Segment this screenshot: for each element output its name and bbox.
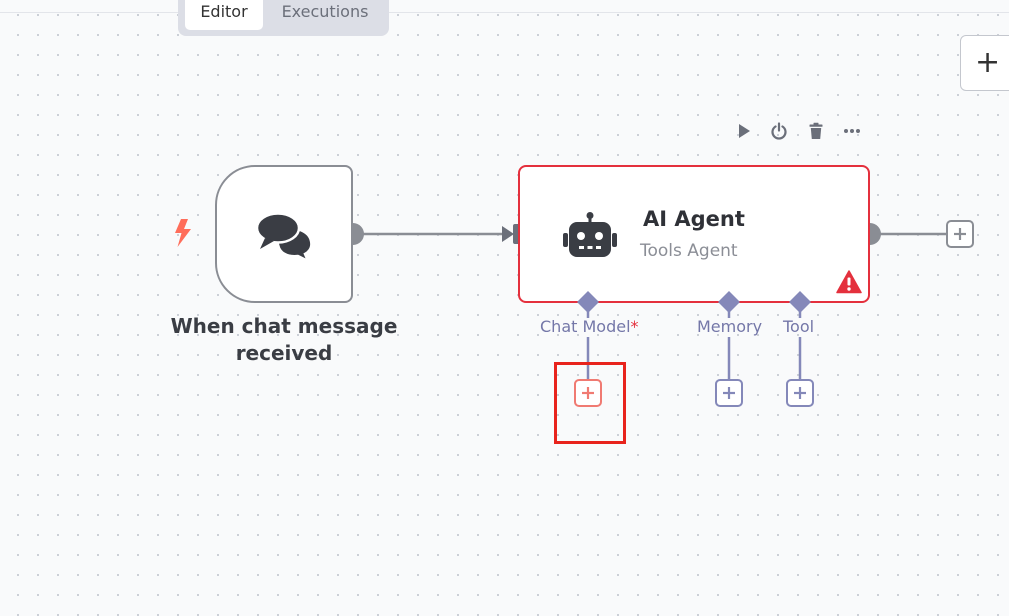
agent-node-subtitle: Tools Agent xyxy=(640,241,738,261)
add-tool-button[interactable] xyxy=(786,379,814,407)
trigger-node-label: When chat message received xyxy=(170,314,398,365)
trash-icon[interactable] xyxy=(807,122,825,140)
plus-icon xyxy=(954,228,966,240)
add-next-node-button[interactable] xyxy=(946,220,974,248)
plus-icon: + xyxy=(975,45,1001,80)
add-node-button[interactable]: + xyxy=(960,35,1009,91)
ai-agent-node[interactable]: AI Agent Tools Agent xyxy=(518,165,870,303)
chat-model-label: Chat Model* xyxy=(540,317,639,336)
memory-connector-handle[interactable] xyxy=(718,291,740,313)
lightning-icon xyxy=(175,219,191,247)
tool-connector-handle[interactable] xyxy=(789,291,811,313)
add-chat-model-button[interactable] xyxy=(574,379,602,407)
node-action-toolbar xyxy=(733,118,863,144)
add-memory-button[interactable] xyxy=(715,379,743,407)
chat-bubbles-icon xyxy=(255,212,313,261)
highlight-annotation-box xyxy=(554,362,626,444)
memory-label: Memory xyxy=(697,317,763,336)
play-icon[interactable] xyxy=(735,122,753,140)
tab-editor[interactable]: Editor xyxy=(185,0,263,30)
tool-label: Tool xyxy=(783,317,815,336)
chat-model-label-text: Chat Model xyxy=(540,317,631,336)
more-icon[interactable] xyxy=(843,122,861,140)
plus-icon xyxy=(794,387,806,399)
plus-icon xyxy=(723,387,735,399)
trigger-node[interactable] xyxy=(215,165,353,303)
power-icon[interactable] xyxy=(770,122,788,140)
tab-executions[interactable]: Executions xyxy=(281,2,369,21)
plus-icon xyxy=(582,387,594,399)
required-asterisk: * xyxy=(630,317,639,336)
agent-node-title: AI Agent xyxy=(643,207,745,231)
warning-icon[interactable] xyxy=(836,270,862,294)
view-tab-bar: Editor Executions xyxy=(178,0,389,36)
robot-icon xyxy=(563,212,617,257)
canvas-top-border xyxy=(0,12,1009,13)
chat-model-connector-handle[interactable] xyxy=(577,291,599,313)
